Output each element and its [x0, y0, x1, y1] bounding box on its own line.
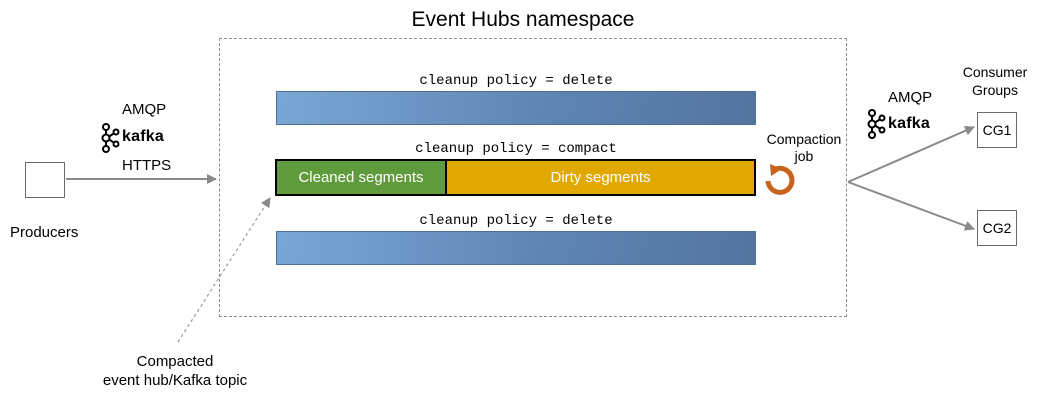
- compaction-job-label: Compaction job: [762, 131, 846, 165]
- dirty-segments: Dirty segments: [447, 161, 754, 194]
- namespace-title: Event Hubs namespace: [411, 8, 635, 31]
- topic-note-pointer-arrow: [177, 197, 271, 343]
- kafka-logo-icon-producer: [101, 123, 120, 153]
- namespace-to-cg2-arrow: [847, 181, 975, 231]
- cleaned-segments: Cleaned segments: [277, 161, 447, 194]
- producer-box: [25, 162, 65, 198]
- event-hub-partition-top: [276, 91, 756, 125]
- compacted-topic-bar: Cleaned segments Dirty segments: [275, 159, 756, 196]
- consumer-group-cg1: CG1: [977, 112, 1017, 148]
- namespace-to-cg1-arrow: [847, 126, 975, 183]
- producers-label: Producers: [10, 224, 79, 241]
- event-hub-partition-bottom: [276, 231, 756, 265]
- producer-https-label: HTTPS: [122, 157, 172, 174]
- policy-label-bottom: cleanup policy = delete: [419, 213, 613, 229]
- consumer-amqp-label: AMQP: [888, 89, 933, 106]
- policy-label-middle: cleanup policy = compact: [415, 141, 617, 157]
- consumer-kafka-label: kafka: [888, 115, 930, 132]
- consumer-groups-line1: Consumer: [962, 64, 1028, 80]
- compaction-job-line2: job: [794, 148, 814, 164]
- compaction-job-line1: Compaction: [766, 131, 842, 147]
- event-hubs-namespace-box: [219, 38, 847, 317]
- consumer-group-cg2: CG2: [977, 210, 1017, 246]
- compacted-topic-note: Compacted event hub/Kafka topic: [80, 352, 270, 390]
- consumer-groups-line2: Groups: [972, 82, 1018, 98]
- producer-kafka-label: kafka: [122, 128, 164, 145]
- consumer-groups-label: Consumer Groups: [950, 63, 1040, 99]
- compacted-topic-note-line1: Compacted: [136, 353, 214, 370]
- policy-label-top: cleanup policy = delete: [419, 73, 613, 89]
- compacted-topic-note-line2: event hub/Kafka topic: [102, 372, 248, 389]
- compaction-cycle-icon: [765, 164, 795, 195]
- kafka-logo-icon-consumer: [867, 109, 886, 139]
- producer-amqp-label: AMQP: [122, 101, 167, 118]
